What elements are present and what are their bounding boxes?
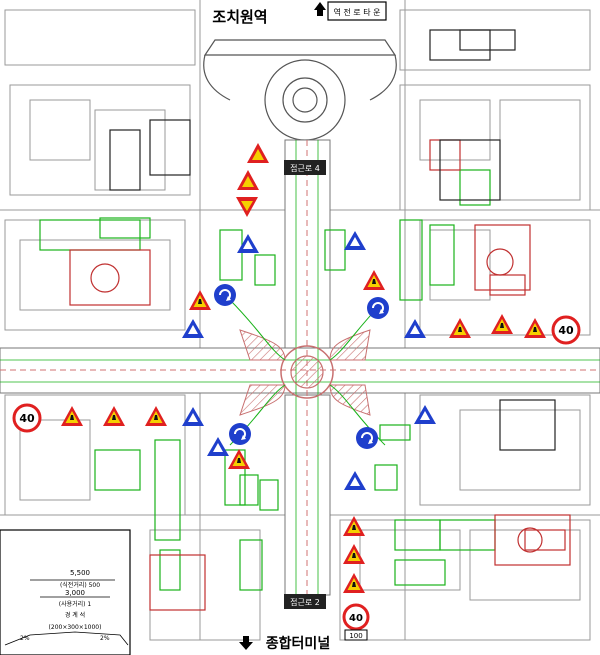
svg-text:(200×300×1000): (200×300×1000) (49, 624, 102, 631)
svg-text:역 전 로 타 운: 역 전 로 타 운 (334, 7, 381, 17)
speed-limit-east-text: 40 (558, 324, 574, 337)
warning-sign-icon (237, 170, 259, 190)
svg-text:3,000: 3,000 (65, 589, 85, 597)
station-title: 조치원역 (212, 8, 267, 26)
svg-text:(사용거리) 1: (사용거리) 1 (59, 600, 92, 608)
svg-text:2%: 2% (20, 635, 30, 642)
svg-text:5,500: 5,500 (70, 569, 90, 577)
warning-sign-icon (103, 406, 125, 426)
blue-triangle-sign-icon (404, 319, 426, 338)
terminal-title: 종합터미널 (266, 635, 330, 652)
speed-limit-south: 40 100 (342, 603, 370, 641)
blue-triangle-sign-icon (237, 234, 259, 253)
warning-sign-icon (145, 406, 167, 426)
speed-limit-west-text: 40 (19, 412, 35, 425)
black-info-boxes (109, 29, 556, 451)
warning-sign-icon (343, 573, 365, 593)
direction-arrow-down-icon (239, 636, 253, 650)
roundabout-sign-icon (355, 426, 379, 450)
blue-triangle-sign-icon (414, 405, 436, 424)
blue-triangle-sign-icon (344, 231, 366, 250)
blue-triangle-sign-icon (344, 471, 366, 490)
station-plaza (203, 39, 397, 141)
warning-sign-icon (228, 449, 250, 469)
roundabout-sign-icon (366, 296, 390, 320)
warning-sign-icon (343, 544, 365, 564)
building-outlines (0, 0, 600, 641)
svg-text:(식전거리) 500: (식전거리) 500 (60, 581, 100, 589)
approach-label-south: 접근로 2 (284, 594, 326, 609)
roundabout-sign-icon (213, 283, 237, 307)
speed-limit-south-text: 40 (349, 613, 363, 624)
warning-sign-icon (247, 143, 269, 163)
warning-sign-icon (449, 318, 471, 338)
direction-arrow-up-icon (314, 2, 326, 16)
distance-plate-text: 100 (349, 632, 362, 640)
roundabout (229, 299, 386, 446)
warning-sign-icon (363, 270, 385, 290)
warning-sign-icon (524, 318, 546, 338)
warning-sign-icon (491, 314, 513, 334)
scale-legend: 5,500 (식전거리) 500 3,000 (사용거리) 1 경 계 석 (2… (0, 529, 131, 655)
svg-text:접근로 2: 접근로 2 (290, 597, 320, 607)
speed-limit-west: 40 (12, 403, 42, 433)
approach-label-north: 접근로 4 (284, 160, 326, 175)
warning-sign-icon (61, 406, 83, 426)
top-right-label-box: 역 전 로 타 운 (327, 1, 387, 21)
speed-limit-east: 40 (551, 315, 581, 345)
svg-text:경 계 석: 경 계 석 (65, 611, 85, 619)
warning-sign-icon (343, 516, 365, 536)
warning-sign-icon (189, 290, 211, 310)
roundabout-sign-icon (228, 422, 252, 446)
svg-text:2%: 2% (100, 635, 110, 642)
svg-text:접근로 4: 접근로 4 (290, 163, 320, 173)
blue-triangle-sign-icon (207, 437, 229, 456)
yield-sign-icon (236, 197, 258, 217)
